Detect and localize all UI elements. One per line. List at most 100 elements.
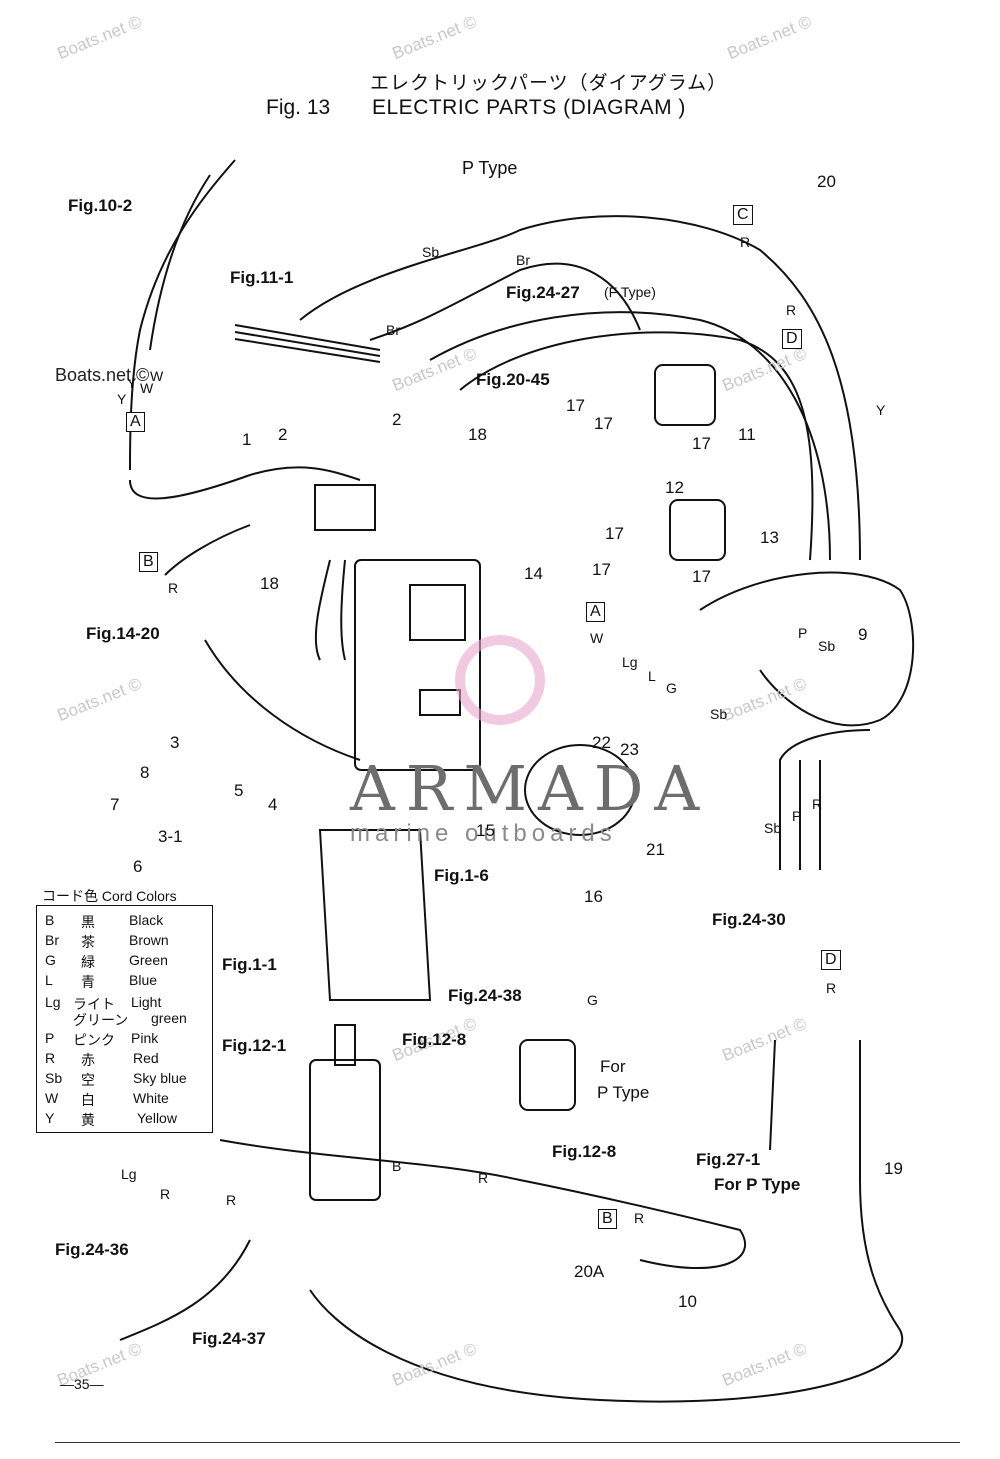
relay-12-8 <box>519 1039 576 1111</box>
wire-code: Y <box>117 391 127 407</box>
fig24-30-wires <box>779 729 871 870</box>
part-number[interactable]: 21 <box>646 840 665 859</box>
part-number[interactable]: 16 <box>584 887 603 906</box>
legend-jp: 空 <box>81 1072 95 1088</box>
part-number[interactable]: 7 <box>110 795 120 814</box>
ref-fig-1-6[interactable]: Fig.1-6 <box>434 866 489 885</box>
label-for: For <box>600 1057 626 1076</box>
part-number[interactable]: 1 <box>242 430 252 449</box>
wire-code: L <box>648 668 656 684</box>
ref-fig-24-38[interactable]: Fig.24-38 <box>448 986 522 1005</box>
cdi-window <box>409 584 466 641</box>
part-number[interactable]: 20A <box>574 1262 605 1281</box>
wire-code: Sb <box>764 820 782 836</box>
part-number[interactable]: 23 <box>620 740 639 759</box>
legend-en: Yellow <box>137 1110 177 1126</box>
wire-code: Sb <box>422 244 440 260</box>
ref-fig-10-2[interactable]: Fig.10-2 <box>68 196 133 215</box>
part-number[interactable]: 3-1 <box>158 827 183 846</box>
connector-a[interactable]: A <box>126 412 145 432</box>
wire-code: Lg <box>121 1166 137 1182</box>
harness-10 <box>219 1139 747 1269</box>
connector-b[interactable]: B <box>139 552 158 572</box>
part-number[interactable]: 17 <box>594 414 613 433</box>
legend-title: コード色 Cord Colors <box>42 886 177 906</box>
part-number[interactable]: 17 <box>605 524 624 543</box>
part-number[interactable]: 20 <box>817 172 836 191</box>
wire-code: R <box>160 1186 171 1202</box>
part-number[interactable]: 17 <box>592 560 611 579</box>
part-number[interactable]: 13 <box>760 528 779 547</box>
wire-to-b <box>164 524 251 576</box>
ref-fig-12-8[interactable]: Fig.12-8 <box>552 1142 617 1161</box>
ref-fig-24-27[interactable]: Fig.24-27 <box>506 283 580 302</box>
connector-d[interactable]: D <box>821 950 841 970</box>
title-english: ELECTRIC PARTS (DIAGRAM ) <box>372 96 686 119</box>
ref-fig-24-37[interactable]: Fig.24-37 <box>192 1329 266 1348</box>
legend-en: Sky blue <box>133 1070 187 1086</box>
legend-jp: 緑 <box>81 954 95 970</box>
connector-a[interactable]: A <box>586 602 605 622</box>
starter-relay-16 <box>524 744 636 836</box>
wire-code: Y <box>876 402 886 418</box>
connector-c[interactable]: C <box>733 205 753 225</box>
legend-jp: ピンク <box>73 1032 115 1048</box>
part-number[interactable]: 6 <box>133 857 143 876</box>
legend-code: R <box>45 1050 56 1066</box>
part-number[interactable]: 2 <box>278 425 288 444</box>
ref-fig-24-30[interactable]: Fig.24-30 <box>712 910 786 929</box>
wire-code: P <box>792 808 802 824</box>
part-number[interactable]: 18 <box>260 574 279 593</box>
part-number[interactable]: 17 <box>566 396 585 415</box>
part-number[interactable]: 19 <box>884 1159 903 1178</box>
ref-fig-1-1[interactable]: Fig.1-1 <box>222 955 277 974</box>
ref-fig-24-36[interactable]: Fig.24-36 <box>55 1240 129 1259</box>
starter-motor <box>309 1059 381 1201</box>
starter-shaft <box>334 1024 356 1066</box>
wire-code: Br <box>516 252 530 268</box>
wire-1 <box>129 466 361 500</box>
part-number[interactable]: 18 <box>468 425 487 444</box>
cdi-slot <box>419 689 461 716</box>
part-number[interactable]: 22 <box>592 733 611 752</box>
legend-code: Sb <box>45 1070 63 1086</box>
part-number[interactable]: 12 <box>665 478 684 497</box>
legend-code: P <box>45 1030 55 1046</box>
wire-code: R <box>226 1192 237 1208</box>
part-number[interactable]: 17 <box>692 567 711 586</box>
part-number[interactable]: 15 <box>476 821 495 840</box>
wire-code: R <box>786 302 797 318</box>
connector-b[interactable]: B <box>598 1209 617 1229</box>
part-number[interactable]: 10 <box>678 1292 697 1311</box>
harness-9 <box>699 571 915 727</box>
harness-upper <box>369 262 641 341</box>
bracket-fig1-1 <box>318 829 432 1001</box>
ref-fig-27-1[interactable]: Fig.27-1 <box>696 1150 761 1169</box>
page-number: —35— <box>60 1376 104 1392</box>
part-number[interactable]: 11 <box>738 425 756 444</box>
part-number[interactable]: 2 <box>392 410 402 429</box>
part-number[interactable]: 3 <box>170 733 180 752</box>
ref-fig-14-20[interactable]: Fig.14-20 <box>86 624 160 643</box>
fig24-37-harness <box>119 1239 251 1341</box>
connector-d[interactable]: D <box>782 329 802 349</box>
part-number[interactable]: 4 <box>268 795 278 814</box>
part-number[interactable]: 17 <box>692 434 711 453</box>
ref-fig-12-1[interactable]: Fig.12-1 <box>222 1036 287 1055</box>
legend-jp: ライト <box>73 996 115 1012</box>
wire-code: W <box>150 368 164 384</box>
part-number[interactable]: 9 <box>858 625 868 644</box>
part-number[interactable]: 5 <box>234 781 244 800</box>
wire-code: R <box>478 1170 489 1186</box>
ref-fig-12-8[interactable]: Fig.12-8 <box>402 1030 467 1049</box>
legend-jp: 黒 <box>81 914 95 930</box>
ref-fig-11-1[interactable]: Fig.11-1 <box>230 268 294 287</box>
wire-down-1 <box>314 559 331 661</box>
ref-fig-20-45[interactable]: Fig.20-45 <box>476 370 550 389</box>
legend-title-jp: コード色 <box>42 888 98 904</box>
legend-en: Brown <box>129 932 169 948</box>
legend-code: Br <box>45 932 59 948</box>
part-number[interactable]: 14 <box>524 564 543 583</box>
part-number[interactable]: 8 <box>140 763 150 782</box>
coil-13 <box>669 499 726 561</box>
